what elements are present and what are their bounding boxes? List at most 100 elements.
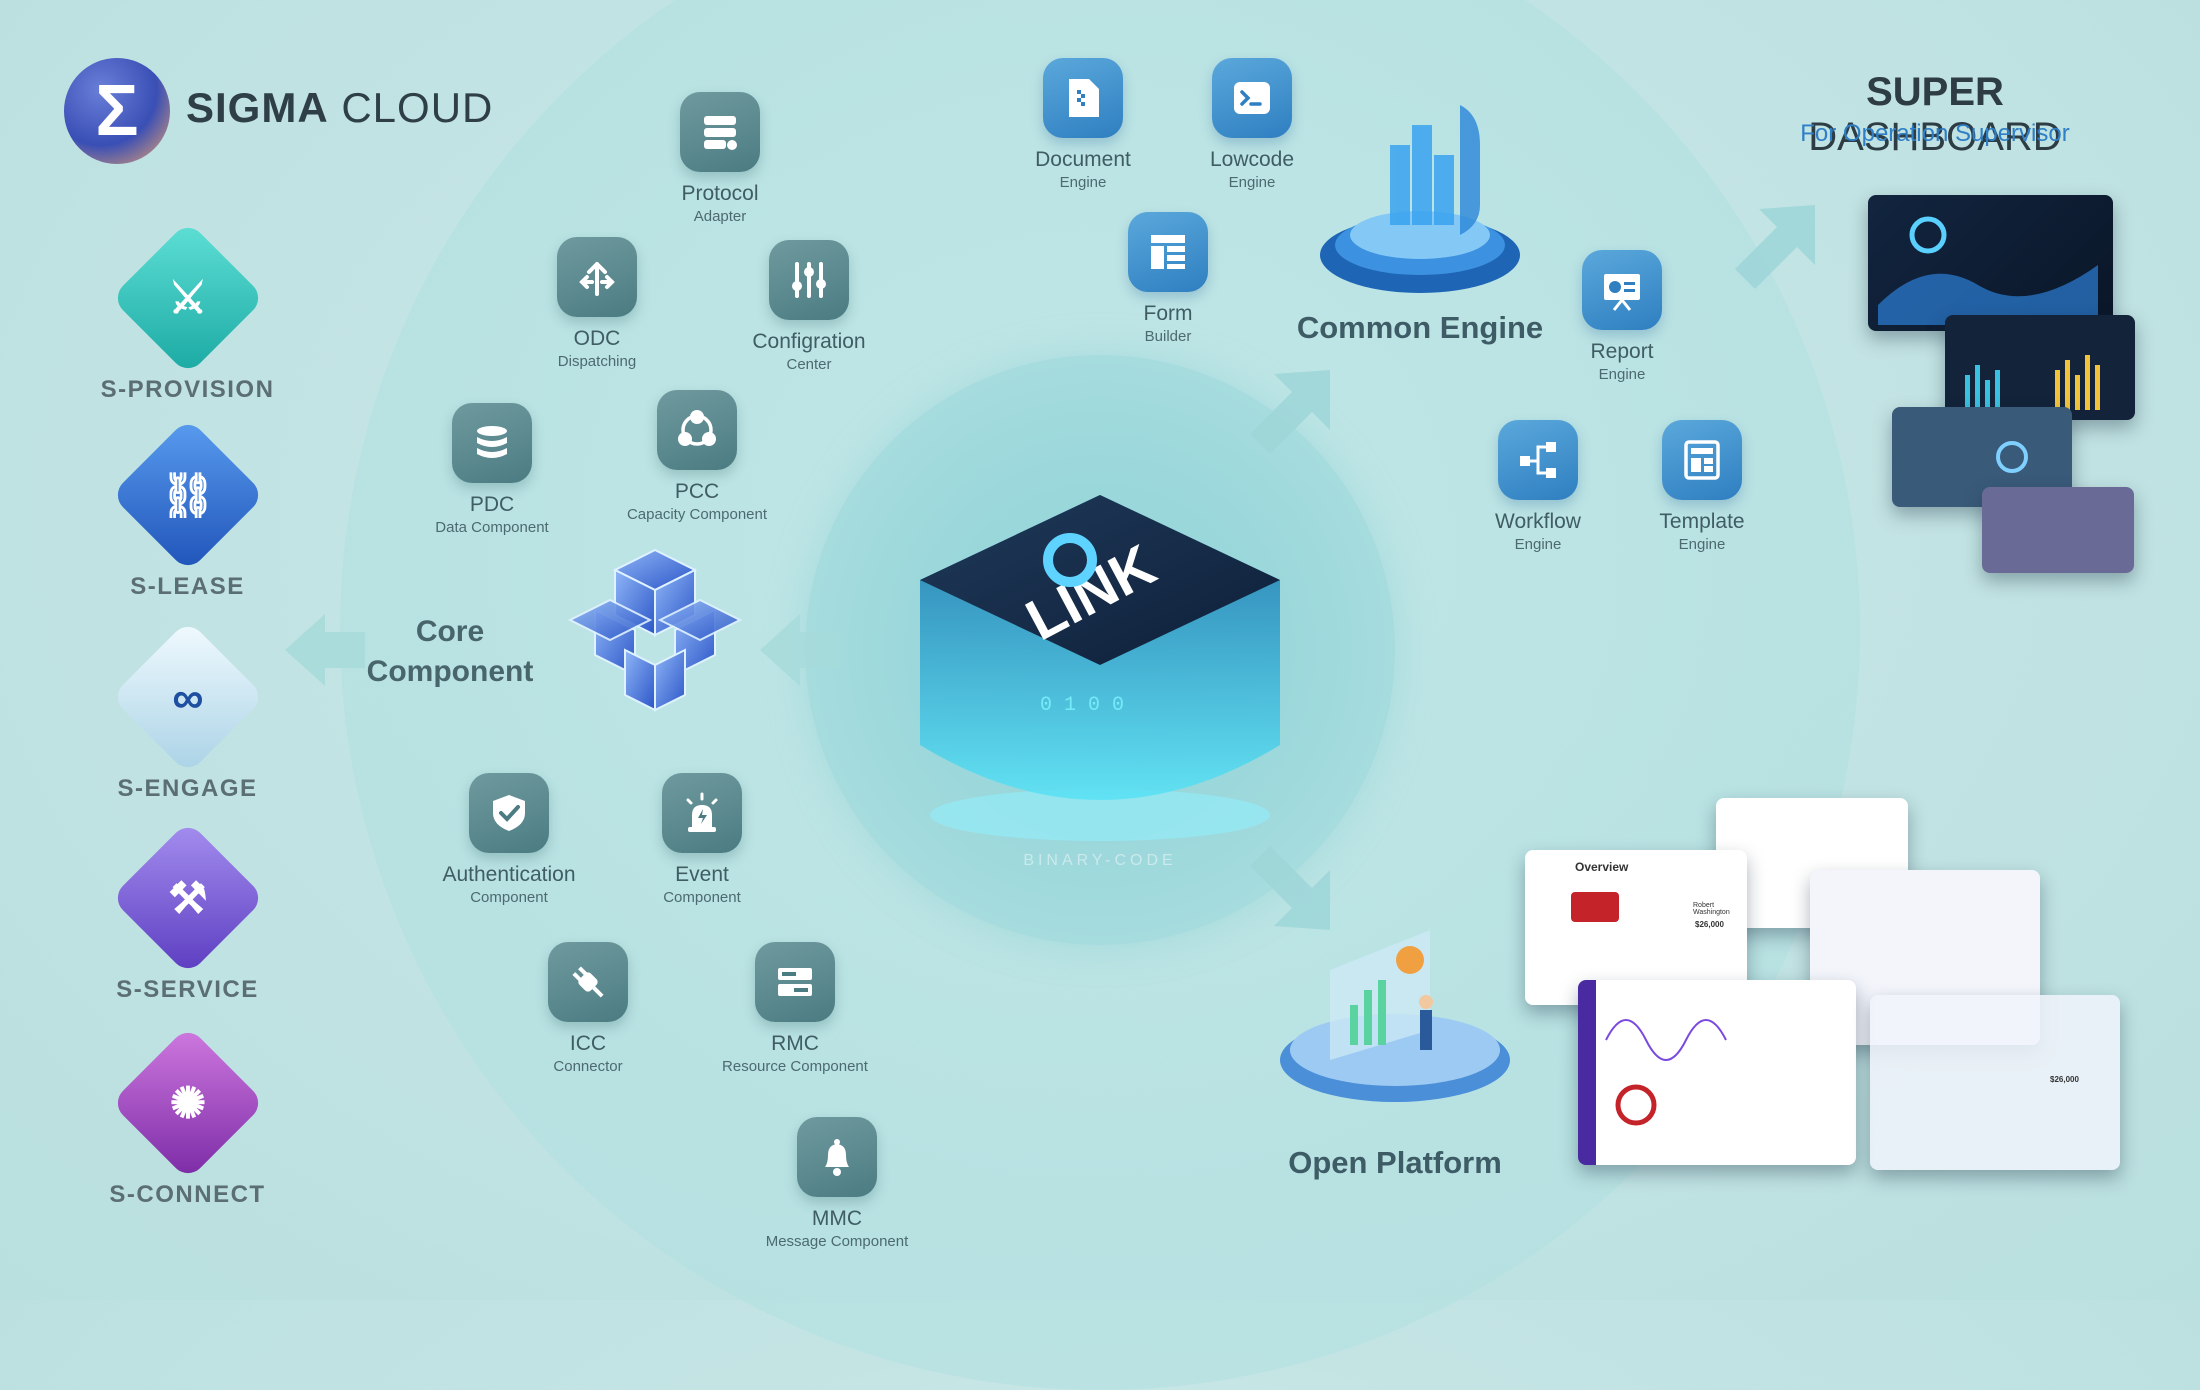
component-sub: Center <box>786 356 832 373</box>
engine-sub: Engine <box>1514 536 1562 553</box>
dashboard-title-light: DASHBOARD <box>1808 115 2062 159</box>
product-s-service[interactable]: ⚒ S-SERVICE <box>100 820 275 1004</box>
product-s-lease[interactable]: ⛓ S-LEASE <box>100 417 275 601</box>
arrow-up-right-icon <box>1735 205 1815 289</box>
component-sub: Resource Component <box>722 1058 868 1075</box>
chain-link-icon: ⛓ <box>110 417 265 573</box>
engine-title: Workflow <box>1495 510 1581 533</box>
network-nodes-icon <box>657 390 737 470</box>
dashboard-title-bold: SUPER <box>1866 70 2004 114</box>
template-layout-icon <box>1662 420 1742 500</box>
component-event[interactable]: Event Component <box>607 773 797 906</box>
component-title: Configration <box>752 330 866 353</box>
engine-form[interactable]: Form Builder <box>1073 212 1263 345</box>
component-title: Protocol <box>681 182 759 205</box>
workflow-icon <box>1498 420 1578 500</box>
binary-digits: 0 1 0 0 <box>1040 694 1124 717</box>
dashboard-title: SUPER DASHBOARD <box>1740 70 2130 160</box>
platform-preview-overview: Overview Robert Washington $26,000 <box>1525 850 1747 1005</box>
core-line-1: Core <box>415 615 485 648</box>
engine-workflow[interactable]: Workflow Engine <box>1443 420 1633 553</box>
component-title: RMC <box>771 1032 819 1055</box>
plug-icon <box>548 942 628 1022</box>
network-icon: ✺ <box>110 1025 265 1181</box>
engine-sub: Engine <box>1059 174 1107 191</box>
shield-check-icon <box>469 773 549 853</box>
common-engine-title: Common Engine <box>1296 310 1544 345</box>
arrow-left-icon <box>760 614 840 686</box>
dashboard-subtitle: For Operation Supervisor <box>1800 120 2070 147</box>
engine-lowcode[interactable]: Lowcode Engine <box>1157 58 1347 191</box>
sigma-logo-glyph: Σ <box>95 71 139 151</box>
core-line-2: Component <box>366 655 534 688</box>
terminal-icon <box>1212 58 1292 138</box>
brand-name: SIGMA CLOUD <box>186 84 493 132</box>
product-label: S-PROVISION <box>100 376 275 403</box>
sliders-icon <box>769 240 849 320</box>
swirl-icon: ∞ <box>110 619 265 775</box>
product-s-provision[interactable]: ⚔ S-PROVISION <box>100 220 275 404</box>
component-title: ODC <box>573 327 621 350</box>
component-title: MMC <box>811 1207 863 1230</box>
component-sub: Adapter <box>693 208 747 225</box>
product-label: S-LEASE <box>130 573 245 600</box>
product-s-engage[interactable]: ∞ S-ENGAGE <box>100 619 275 803</box>
trident-icon: ⚔ <box>110 220 265 376</box>
dashboard-preview-4 <box>1982 487 2134 573</box>
database-icon <box>452 403 532 483</box>
sigma-logo: Σ <box>64 58 170 164</box>
arrow-left-icon <box>285 614 365 686</box>
component-title: PCC <box>674 480 720 503</box>
red-card <box>1571 892 1619 922</box>
split-arrows-icon <box>557 237 637 317</box>
component-sub: Component <box>663 889 741 906</box>
brand-name-bold: SIGMA <box>186 84 329 131</box>
binary-code-label: BINARY-CODE <box>1023 852 1177 869</box>
open-platform-title: Open Platform <box>1288 1145 1502 1180</box>
core-cubes-icon <box>567 548 743 712</box>
dashboard-preview-2 <box>1945 315 2135 420</box>
presentation-board-icon <box>1582 250 1662 330</box>
component-odc[interactable]: ODC Dispatching <box>502 237 692 370</box>
component-pdc[interactable]: PDC Data Component <box>397 403 587 536</box>
component-config[interactable]: Configration Center <box>714 240 904 373</box>
component-title: Authentication <box>442 863 576 886</box>
component-title: ICC <box>569 1032 607 1055</box>
link-cube: 0 1 0 0 LINK <box>920 495 1280 841</box>
component-rmc[interactable]: RMC Resource Component <box>700 942 890 1075</box>
engine-title: Report <box>1590 340 1654 363</box>
component-protocol[interactable]: Protocol Adapter <box>625 92 815 225</box>
component-title: PDC <box>469 493 515 516</box>
core-component-title: Core Component <box>350 612 550 692</box>
component-pcc[interactable]: PCC Capacity Component <box>602 390 792 523</box>
server-icon <box>680 92 760 172</box>
product-s-connect[interactable]: ✺ S-CONNECT <box>100 1025 275 1209</box>
engine-template[interactable]: Template Engine <box>1607 420 1797 553</box>
platform-preview-4: $26,000 <box>1870 995 2120 1170</box>
bell-icon <box>797 1117 877 1197</box>
document-icon <box>1043 58 1123 138</box>
engine-title: Lowcode <box>1209 148 1295 171</box>
open-platform-graphic <box>1280 930 1510 1102</box>
component-icc[interactable]: ICC Connector <box>493 942 683 1075</box>
brand-name-light: CLOUD <box>341 84 494 131</box>
component-sub: Capacity Component <box>626 506 768 523</box>
amount-label: $26,000 <box>1695 920 1724 929</box>
form-layout-icon <box>1128 212 1208 292</box>
overview-label: Overview <box>1575 860 1629 874</box>
dashboard-preview-1 <box>1868 195 2113 331</box>
engine-title: Document <box>1035 148 1131 171</box>
arrow-down-right-icon <box>1250 846 1330 930</box>
common-engine-graphic <box>1320 105 1520 293</box>
component-sub: Data Component <box>435 519 549 536</box>
engine-document[interactable]: Document Engine <box>988 58 1178 191</box>
component-sub: Dispatching <box>557 353 637 370</box>
component-auth[interactable]: Authentication Component <box>414 773 604 906</box>
engine-report[interactable]: Report Engine <box>1527 250 1717 383</box>
engine-sub: Builder <box>1144 328 1192 345</box>
component-title: Event <box>675 863 729 886</box>
component-mmc[interactable]: MMC Message Component <box>742 1117 932 1250</box>
storage-rack-icon <box>755 942 835 1022</box>
platform-preview-3 <box>1578 980 1856 1165</box>
engine-title: Form <box>1143 302 1193 325</box>
